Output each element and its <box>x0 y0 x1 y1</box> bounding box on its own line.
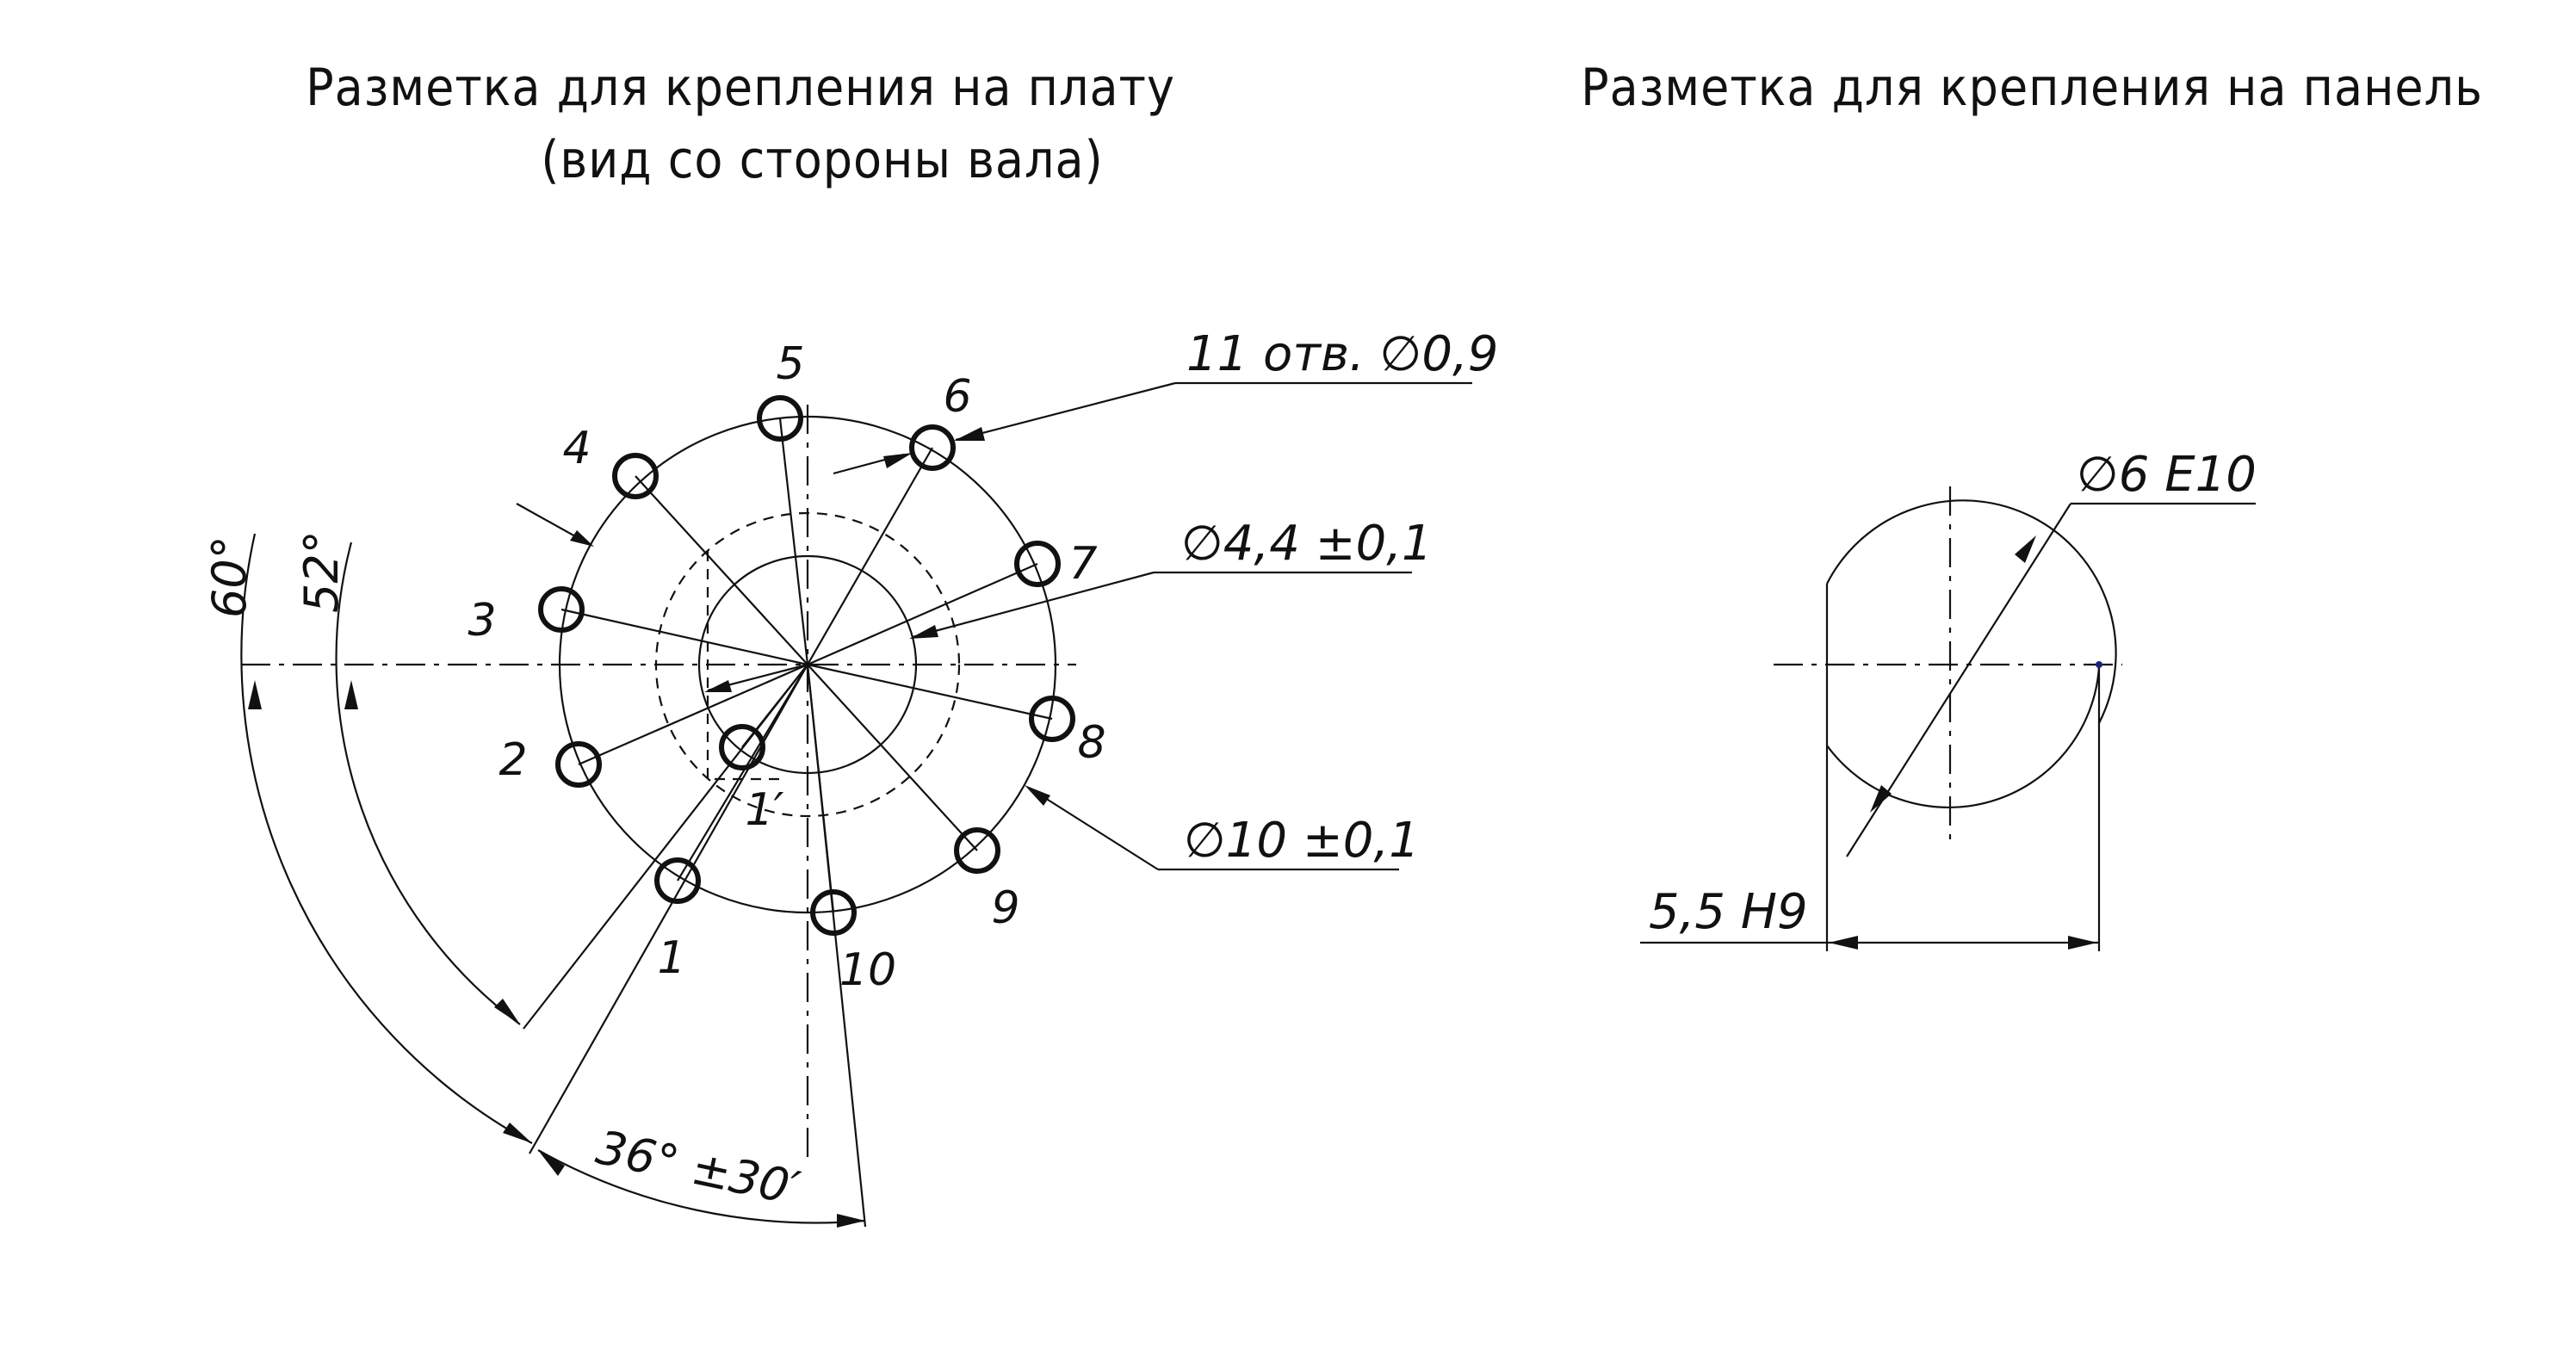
outer-diameter-label: ∅10 ±0,1 <box>1184 813 1420 869</box>
panel-view-title: Разметка для крепления на панель <box>1581 58 2483 118</box>
inner-circle <box>697 554 918 775</box>
hole-6 <box>909 424 956 471</box>
hole-2 <box>555 741 602 788</box>
hole-number-3: 3 <box>468 595 496 647</box>
panel-mounting-view: Разметка для крепления на панель ∅6 E10 … <box>1581 58 2483 951</box>
hole-1 <box>654 857 701 904</box>
hole-numbers: 1 2 3 4 5 6 7 8 9 10 1′ <box>468 338 1105 996</box>
hidden-circle <box>654 511 961 818</box>
board-view-subtitle: (вид со стороны вала) <box>541 130 1103 190</box>
hole-number-1-prime: 1′ <box>746 784 784 836</box>
hole-number-2: 2 <box>498 734 527 786</box>
inner-diameter-label: ∅4,4 ±0,1 <box>1181 516 1433 572</box>
d-profile-arc-lower <box>1826 666 2101 809</box>
angle-36-extension-left <box>529 664 808 1154</box>
d-profile-arc-upper <box>1826 499 2117 724</box>
hole-9 <box>954 827 1000 874</box>
hole-number-6: 6 <box>943 371 971 423</box>
flat-width-label: 5,5 H9 <box>1649 884 1808 940</box>
hole-number-8: 8 <box>1077 717 1105 769</box>
hole-5 <box>757 395 803 442</box>
angle-36-extension-right <box>806 664 867 1228</box>
hole-number-4: 4 <box>562 423 591 474</box>
hole-number-7: 7 <box>1068 538 1097 590</box>
outer-diameter-leader: ∅10 ±0,1 <box>1025 785 1420 871</box>
hole-number-10: 10 <box>839 944 896 996</box>
board-view-title: Разметка для крепления на плату <box>306 58 1175 118</box>
panel-diameter-leader: ∅6 E10 <box>1846 447 2257 857</box>
hole-1-prime <box>719 724 765 770</box>
hidden-outline <box>706 551 779 781</box>
hole-10 <box>810 889 857 936</box>
hole-8 <box>1029 696 1075 742</box>
holes-spec-label: 11 отв. ∅0,9 <box>1186 326 1498 382</box>
angle-60-label: 60° <box>202 535 257 618</box>
hole-3 <box>538 586 585 633</box>
hole-4 <box>612 453 659 499</box>
pitch-circle <box>558 415 1057 914</box>
tangent-point <box>2096 661 2102 668</box>
flat-width-dimension: 5,5 H9 <box>1640 884 2099 950</box>
hole-number-9: 9 <box>991 882 1019 934</box>
angle-60-dimension: 60° <box>202 533 533 1144</box>
angle-52-dimension: 52° <box>294 530 521 1025</box>
angle-52-label: 52° <box>294 530 349 613</box>
board-mounting-view: Разметка для крепления на плату (вид со … <box>202 58 1498 1228</box>
inner-diameter-leader: ∅4,4 ±0,1 <box>704 516 1433 692</box>
angle-36-dimension: 36° ±30′ <box>537 1120 866 1228</box>
holes-leader: 11 отв. ∅0,9 <box>516 326 1498 547</box>
angle-36-label: 36° ±30′ <box>591 1120 804 1216</box>
hole-7 <box>1014 541 1061 587</box>
hole-number-1: 1 <box>657 932 685 984</box>
mounting-holes <box>538 395 1075 936</box>
angle-52-extension <box>523 664 808 1030</box>
hole-number-5: 5 <box>776 338 804 390</box>
panel-diameter-label: ∅6 E10 <box>2077 447 2257 503</box>
